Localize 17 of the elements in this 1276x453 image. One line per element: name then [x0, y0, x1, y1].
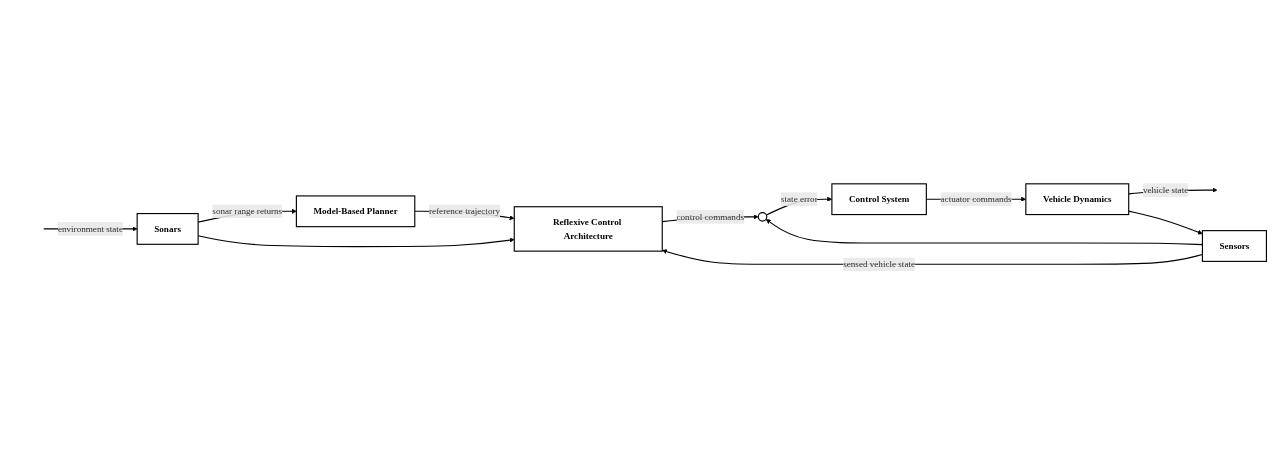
- edge-label: control commands: [676, 211, 745, 222]
- node-box: Vehicle Dynamics: [1025, 183, 1130, 216]
- arrow: [765, 219, 1203, 246]
- node-box: Sensors: [1201, 230, 1267, 263]
- edge-label: actuator commands: [940, 194, 1012, 204]
- edge-label: sonar range returns: [212, 206, 283, 217]
- node-box: Sonars: [136, 213, 199, 246]
- node-circle: [757, 212, 768, 222]
- edge-label: reference trajectory: [429, 206, 501, 217]
- edge-label: sensed vehicle state: [843, 259, 916, 269]
- node-box: Model-Based Planner: [295, 195, 416, 228]
- edge-label: environment state: [57, 224, 123, 234]
- edge-label: state error: [781, 194, 818, 204]
- arrow: [1128, 210, 1203, 235]
- node-box: Reflexive Control Architecture: [513, 206, 663, 252]
- edge-label: vehicle state: [1142, 185, 1189, 195]
- node-box: Control System: [831, 183, 927, 216]
